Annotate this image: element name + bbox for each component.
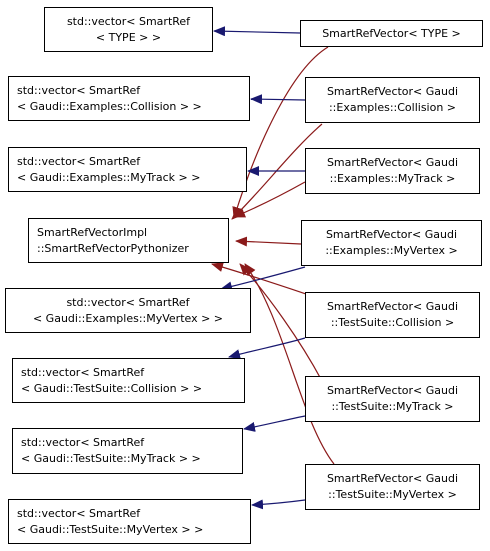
node-line: SmartRefVector< TYPE > — [322, 26, 461, 40]
edge-srv-type-to-pythonizer — [232, 46, 329, 219]
edge-srv-type-to-vec-type — [213, 26, 301, 37]
node-smartrefvector-testsuite-collision[interactable]: SmartRefVector< Gaudi ::TestSuite::Colli… — [305, 292, 480, 338]
node-line: < TYPE > > — [95, 30, 162, 44]
node-line: < Gaudi::TestSuite::MyVertex > > — [17, 522, 204, 536]
node-line: < Gaudi::Examples::MyTrack > > — [17, 170, 201, 184]
node-line: SmartRefVector< Gaudi — [326, 300, 459, 313]
node-line: ::TestSuite::Collision > — [330, 316, 455, 329]
node-line: SmartRefVector< Gaudi — [326, 384, 459, 397]
node-vector-examples-mytrack[interactable]: std::vector< SmartRef < Gaudi::Examples:… — [8, 147, 247, 192]
node-line: SmartRefVector< Gaudi — [326, 156, 459, 169]
node-line: ::TestSuite::MyVertex > — [328, 488, 457, 501]
edge-srv-ts-myvertex-to-pythonizer — [244, 263, 335, 465]
node-vector-examples-collision[interactable]: std::vector< SmartRef < Gaudi::Examples:… — [8, 76, 250, 121]
node-smartrefvector-examples-mytrack[interactable]: SmartRefVector< Gaudi ::Examples::MyTrac… — [305, 148, 480, 194]
node-line: < Gaudi::Examples::MyVertex > > — [32, 311, 224, 325]
node-smartrefvector-testsuite-mytrack[interactable]: SmartRefVector< Gaudi ::TestSuite::MyTra… — [305, 376, 480, 422]
node-line: < Gaudi::TestSuite::Collision > > — [21, 381, 203, 395]
node-vector-examples-myvertex[interactable]: std::vector< SmartRef < Gaudi::Examples:… — [5, 288, 251, 333]
node-pythonizer[interactable]: SmartRefVectorImpl ::SmartRefVectorPytho… — [28, 218, 229, 263]
node-smartrefvector-type[interactable]: SmartRefVector< TYPE > — [300, 20, 483, 47]
node-smartrefvector-examples-collision[interactable]: SmartRefVector< Gaudi ::Examples::Collis… — [305, 77, 480, 123]
node-line: SmartRefVectorImpl — [37, 225, 148, 239]
node-line: ::Examples::MyTrack > — [329, 172, 456, 185]
node-vector-testsuite-mytrack[interactable]: std::vector< SmartRef < Gaudi::TestSuite… — [12, 428, 243, 474]
node-vector-type[interactable]: std::vector< SmartRef < TYPE > > — [44, 7, 213, 52]
node-line: ::TestSuite::MyTrack > — [331, 400, 454, 413]
node-line: SmartRefVector< Gaudi — [325, 228, 458, 241]
node-line: ::Examples::MyVertex > — [325, 244, 458, 257]
node-line: SmartRefVector< Gaudi — [326, 472, 459, 485]
node-line: ::Examples::Collision > — [328, 101, 457, 114]
edge-srv-ts-collision-to-vec-ts-collision — [228, 337, 306, 359]
node-line: ::SmartRefVectorPythonizer — [37, 241, 189, 255]
node-line: SmartRefVector< Gaudi — [326, 85, 459, 98]
node-vector-testsuite-myvertex[interactable]: std::vector< SmartRef < Gaudi::TestSuite… — [8, 499, 251, 544]
node-line: std::vector< SmartRef — [21, 436, 145, 449]
node-line: std::vector< SmartRef — [17, 83, 141, 97]
edge-srv-mytrack-to-pythonizer — [233, 181, 306, 218]
node-line: < Gaudi::TestSuite::MyTrack > > — [21, 452, 201, 465]
node-line: std::vector< SmartRef — [66, 14, 191, 28]
node-line: < Gaudi::Examples::Collision > > — [17, 99, 202, 113]
node-line: std::vector< SmartRef — [66, 295, 190, 309]
edge-srv-collision-to-vec-collision — [250, 94, 306, 105]
node-line: std::vector< SmartRef — [17, 154, 141, 168]
edge-srv-ts-mytrack-to-vec-ts-mytrack — [243, 415, 306, 432]
edge-srv-myvertex-to-pythonizer — [235, 236, 302, 247]
node-smartrefvector-examples-myvertex[interactable]: SmartRefVector< Gaudi ::Examples::MyVert… — [301, 220, 482, 266]
edge-srv-myvertex-to-vec-myvertex — [220, 266, 306, 292]
edge-srv-ts-myvertex-to-vec-ts-myvertex — [251, 499, 306, 510]
node-line: std::vector< SmartRef — [17, 506, 141, 520]
node-vector-testsuite-collision[interactable]: std::vector< SmartRef < Gaudi::TestSuite… — [12, 358, 245, 403]
node-line: std::vector< SmartRef — [21, 365, 145, 379]
node-smartrefvector-testsuite-myvertex[interactable]: SmartRefVector< Gaudi ::TestSuite::MyVer… — [305, 464, 480, 510]
